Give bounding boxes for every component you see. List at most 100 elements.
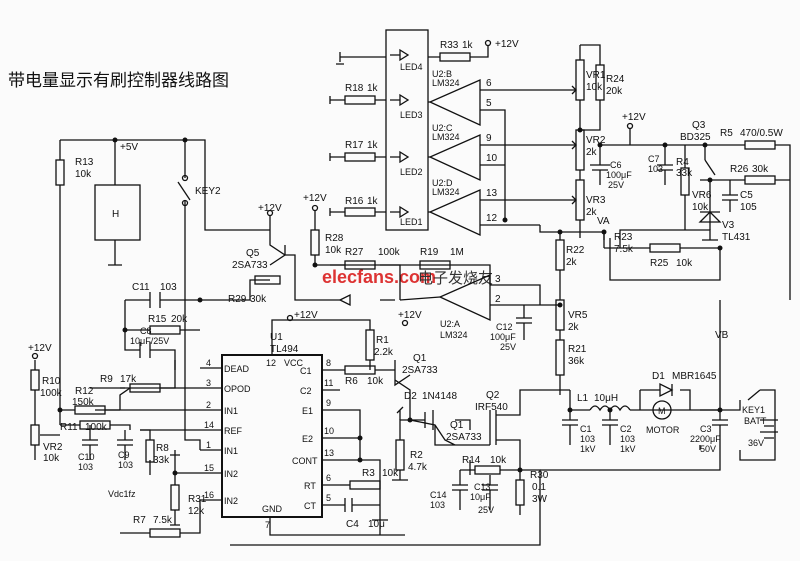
c5-name: C5: [740, 190, 753, 201]
c7-name: C7: [648, 154, 660, 164]
pin-10-number: 10: [324, 426, 334, 436]
compensation-network: [124, 292, 200, 370]
v12-terminal-q1: [401, 319, 409, 327]
r4-value: 33k: [676, 168, 693, 179]
r18-name: R18: [345, 83, 364, 94]
vr5-name: VR5: [568, 310, 588, 321]
pin-2-number: 2: [206, 400, 211, 410]
c11-name: C11: [132, 282, 150, 293]
junction-dots: [57, 127, 723, 476]
r30-power: 3W: [532, 494, 548, 505]
pin-10: 10: [486, 153, 498, 164]
pin-16-label: IN2: [224, 496, 238, 506]
v12-terminal-left: [31, 352, 39, 360]
pin-13-number: 13: [324, 448, 334, 458]
r5-value: 470/0.5W: [740, 128, 783, 139]
pin-13: 13: [486, 188, 498, 199]
opamp-b-part: LM324: [432, 78, 460, 88]
r13-value: 10k: [75, 169, 92, 180]
tl494-left-pins: [95, 367, 222, 501]
c1-value: 103: [580, 434, 595, 444]
c3-voltage: 50V: [700, 444, 716, 454]
r3-name: R3: [362, 468, 375, 479]
r11-value: 100k: [85, 422, 108, 433]
q2-part: IRF540: [475, 402, 508, 413]
r24-name: R24: [606, 74, 625, 85]
v3-name: V3: [722, 220, 735, 231]
led3-label: LED3: [400, 110, 423, 120]
pin-9: 9: [486, 133, 492, 144]
opamp-d-name: U2:D: [432, 178, 453, 188]
v12-label-q5: +12V: [258, 203, 282, 214]
r1-value: 2.2k: [374, 347, 394, 358]
pin-12: 12: [486, 213, 498, 224]
pin-2: 2: [495, 294, 501, 305]
r31-value: 12k: [188, 506, 205, 517]
pin-7-number: 7: [265, 520, 270, 530]
c13-name: C13: [474, 482, 491, 492]
reference-ladder: [560, 44, 605, 238]
r18-value: 1k: [367, 83, 379, 94]
v12-terminal-right: [626, 122, 634, 130]
r2-value: 4.7k: [408, 462, 428, 473]
mosfet-driver: [230, 389, 570, 546]
hall-sensor-label: H: [112, 209, 119, 220]
pin-12-label: VCC: [284, 358, 304, 368]
v12-label-right: +12V: [622, 112, 646, 123]
r26-value: 30k: [752, 164, 769, 175]
c2-name: C2: [620, 424, 632, 434]
q1-part: 2SA733: [402, 365, 438, 376]
c3-name: C3: [700, 424, 712, 434]
r4-name: R4: [676, 157, 689, 168]
c11-value: 103: [160, 282, 177, 293]
r9-name: R9: [100, 374, 113, 385]
r12-name: R12: [75, 386, 94, 397]
vr2-value: 2k: [586, 147, 598, 158]
r6-name: R6: [345, 376, 358, 387]
pin-5: 5: [486, 98, 492, 109]
r27-value: 100k: [378, 247, 401, 258]
r22-value: 2k: [566, 257, 578, 268]
c10-value: 103: [78, 462, 93, 472]
pin-14-label: REF: [224, 426, 243, 436]
vr3-name: VR3: [586, 195, 606, 206]
opamp-a-part: LM324: [440, 330, 468, 340]
r12-value: 150k: [72, 397, 95, 408]
opamp-a-name: U2:A: [440, 319, 460, 329]
c2-value: 103: [620, 434, 635, 444]
pin-3: 3: [495, 274, 501, 285]
led1-label: LED1: [400, 217, 423, 227]
c6-voltage: 25V: [608, 180, 624, 190]
r33-value: 1k: [462, 40, 474, 51]
r29-name: R29: [228, 294, 247, 305]
r14-value: 10k: [490, 455, 507, 466]
v12-terminal-r28: [311, 204, 319, 212]
pin-5-label: CT: [304, 501, 316, 511]
v12-label-left: +12V: [28, 343, 52, 354]
r10-name: R10: [42, 376, 61, 387]
u1-name: U1: [270, 332, 283, 343]
r25-value: 10k: [676, 258, 693, 269]
pin-14-number: 14: [204, 420, 214, 430]
c9-name: C9: [118, 450, 130, 460]
r33-name: R33: [440, 40, 459, 51]
pin-3-number: 3: [206, 378, 211, 388]
r3-value: 10k: [382, 468, 399, 479]
v12-terminal: [484, 39, 492, 47]
c6-value: 100μF: [606, 170, 632, 180]
r24-value: 20k: [606, 86, 623, 97]
pin-1-label: IN1: [224, 446, 238, 456]
r26-name: R26: [730, 164, 749, 175]
r16-value: 1k: [367, 196, 379, 207]
pin-8-label: C1: [300, 366, 312, 376]
v12-label-q1: +12V: [398, 310, 422, 321]
d2-part: 1N4148: [422, 391, 457, 402]
q5-feedback: [200, 210, 491, 307]
q5-name: Q5: [246, 248, 260, 259]
u1-part: TL494: [270, 344, 299, 355]
r27-name: R27: [345, 247, 364, 258]
c13-value: 10μF: [470, 492, 491, 502]
vr2-name: VR2: [586, 135, 606, 146]
pin-7-label: GND: [262, 504, 283, 514]
r1-name: R1: [376, 335, 389, 346]
